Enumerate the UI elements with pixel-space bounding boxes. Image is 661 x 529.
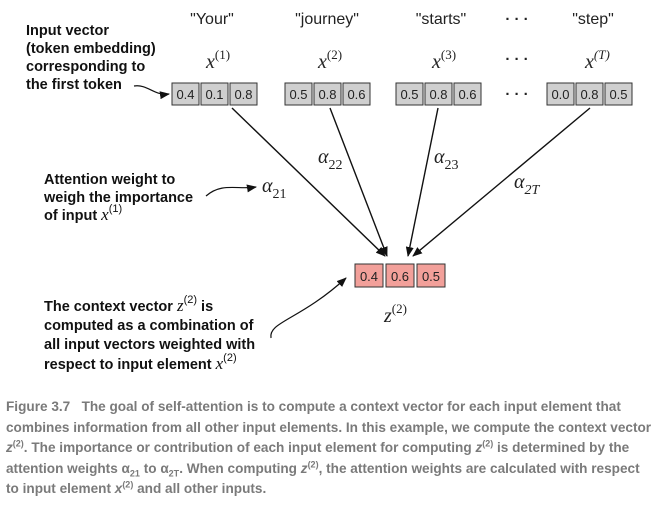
input-vector-T: 0.0 0.8 0.5: [546, 82, 633, 106]
alpha-23-label: α23: [434, 146, 459, 173]
xT-label: x(T): [584, 47, 610, 73]
caption-sup: (2): [307, 458, 319, 469]
output-cell: [354, 263, 384, 288]
token-word-2: "journey": [295, 11, 359, 28]
input-value: 0.8: [429, 87, 447, 102]
attention-arrow-2: [329, 107, 388, 257]
input-cell: [395, 82, 424, 106]
caption-z: z: [475, 440, 483, 455]
input-cell: [546, 82, 575, 106]
annotation-arrow: [205, 184, 257, 197]
self-attention-diagram: "Your" "journey" "starts" · · · "step" x…: [26, 11, 633, 373]
caption-text: and all other inputs.: [133, 481, 267, 496]
annotation-line: (token embedding): [26, 41, 156, 57]
input-cell: [424, 82, 453, 106]
input-value: 0.6: [458, 87, 476, 102]
caption-sub: 21: [129, 468, 140, 479]
annotation-arrow: [270, 277, 347, 339]
input-value: 0.8: [580, 87, 598, 102]
input-value: 0.0: [551, 87, 569, 102]
context-vector: 0.4 0.6 0.5: [354, 263, 446, 288]
input-vector-3: 0.5 0.8 0.6: [395, 82, 482, 106]
alpha-22-label: α22: [318, 146, 343, 173]
attention-arrow-3: [405, 107, 439, 257]
figure-caption: Figure 3.7 The goal of self-attention is…: [6, 397, 656, 500]
caption-alpha: α: [121, 460, 130, 476]
annotation-line: corresponding to: [26, 59, 145, 75]
token-word-4: "step": [572, 11, 614, 28]
annotation-arrow: [133, 85, 170, 100]
figure-number: Figure 3.7: [6, 399, 71, 414]
caption-sup: (2): [122, 479, 134, 490]
input-cell: [229, 82, 258, 106]
annotation-attention-weight: Attention weight to weigh the importance…: [43, 172, 257, 224]
input-cell: [313, 82, 342, 106]
input-vector-2: 0.5 0.8 0.6: [284, 82, 371, 106]
token-word-3: "starts": [416, 11, 466, 28]
annotation-input-vector: Input vector (token embedding) correspon…: [26, 23, 170, 100]
input-cell: [171, 82, 200, 106]
token-ellipsis-top: · · ·: [505, 11, 528, 28]
annotation-line: the first token: [26, 77, 122, 93]
input-vector-1: 0.4 0.1 0.8: [171, 82, 258, 106]
caption-text: The goal of self-attention is to compute…: [6, 399, 652, 435]
ellipsis-mid: · · ·: [505, 51, 528, 68]
input-value: 0.5: [609, 87, 627, 102]
output-cell: [385, 263, 415, 288]
input-value: 0.1: [205, 87, 223, 102]
input-value: 0.4: [176, 87, 194, 102]
caption-text: to: [139, 460, 161, 476]
annotation-context-vector: The context vector z(2) is computed as a…: [44, 277, 347, 373]
caption-x: x: [114, 481, 123, 496]
z2-label: z(2): [383, 301, 407, 327]
caption-alpha: α: [160, 460, 169, 476]
caption-text: . The importance or contribution of each…: [23, 440, 476, 455]
attention-arrow-T: [412, 107, 591, 257]
input-cell: [200, 82, 229, 106]
annotation-line: all input vectors weighted with: [44, 337, 255, 353]
output-cell: [416, 263, 446, 288]
annotation-line: weigh the importance: [43, 190, 193, 206]
caption-z: z: [6, 440, 13, 455]
output-value: 0.6: [391, 269, 409, 284]
input-cell: [575, 82, 604, 106]
input-cell: [342, 82, 371, 106]
annotation-line: Input vector: [26, 23, 109, 39]
caption-sup: (2): [482, 438, 494, 449]
caption-text: , the attention weights are calculated w…: [6, 460, 640, 497]
input-value: 0.5: [400, 87, 418, 102]
input-value: 0.8: [318, 87, 336, 102]
input-value: 0.8: [234, 87, 252, 102]
output-value: 0.5: [422, 269, 440, 284]
token-word-1: "Your": [190, 11, 234, 28]
attention-arrow-1: [231, 107, 386, 257]
input-value: 0.5: [289, 87, 307, 102]
annotation-line: Attention weight to: [44, 172, 175, 188]
annotation-line: respect to input element x(2): [44, 352, 237, 373]
annotation-line: computed as a combination of: [44, 318, 254, 334]
x2-label: x(2): [317, 47, 342, 73]
output-value: 0.4: [360, 269, 378, 284]
caption-sub: 2T: [168, 468, 180, 479]
input-cell: [453, 82, 482, 106]
caption-text: . When computing: [179, 460, 301, 476]
alpha-2T-label: α2T: [514, 171, 541, 198]
caption-text: is determined by the attention weights: [6, 440, 630, 476]
alpha-21-label: α21: [262, 175, 287, 202]
caption-z: z: [300, 460, 308, 476]
caption-sup: (2): [12, 438, 24, 449]
annotation-line: The context vector z(2) is: [44, 294, 213, 315]
x1-label: x(1): [205, 47, 230, 73]
annotation-line: of input x(1): [44, 203, 122, 224]
input-value: 0.6: [347, 87, 365, 102]
input-cell: [284, 82, 313, 106]
x3-label: x(3): [431, 47, 456, 73]
input-cell: [604, 82, 633, 106]
ellipsis-row: · · ·: [505, 86, 528, 103]
